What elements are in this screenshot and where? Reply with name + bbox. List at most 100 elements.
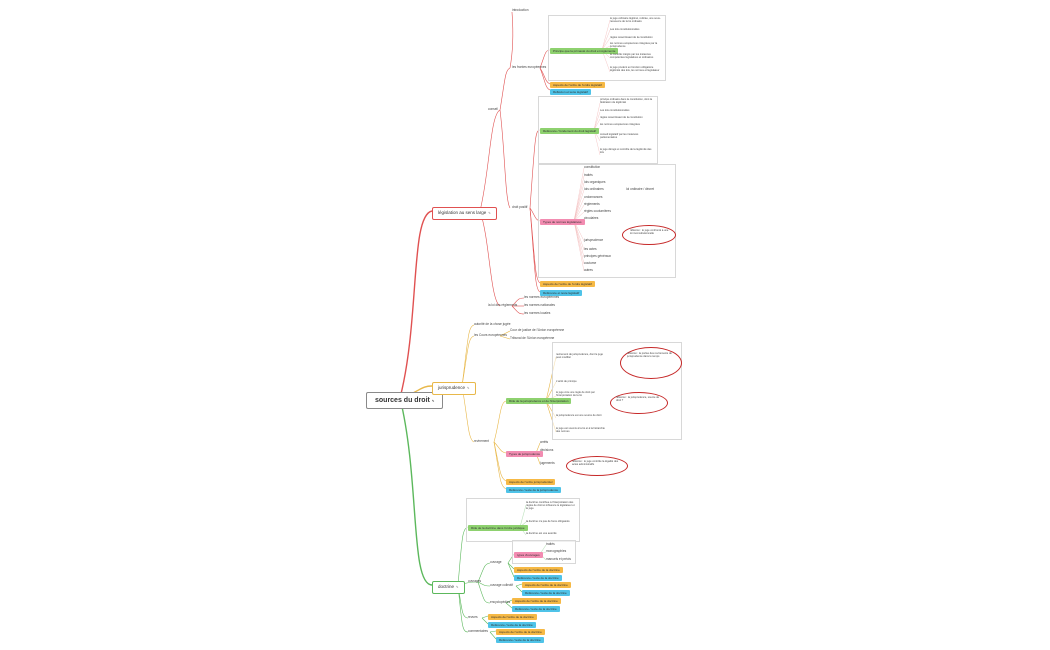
pink-item[interactable]: arrêts — [540, 440, 549, 444]
pink-item[interactable]: règlements — [584, 202, 600, 206]
text-item: la jurisprudence est une source de droit — [556, 414, 602, 417]
juris-node[interactable]: autorité de la chose jugée — [474, 322, 511, 326]
pink-item[interactable]: jurisprudence — [584, 238, 604, 242]
pink-item[interactable]: principes généraux — [584, 254, 611, 258]
pink-item[interactable]: traités — [584, 173, 593, 177]
orange-chip[interactable]: Aspects de l'ordre de la doctrine — [514, 567, 563, 573]
orange-chip[interactable]: Aspects de l'ordre de la doctrine — [496, 629, 545, 635]
annotation-text: réflexion : le juge confronté à une loi … — [630, 229, 669, 236]
node-droit-positif[interactable]: droit positif — [512, 205, 528, 209]
juris-node[interactable]: les Cours européennes — [474, 333, 507, 337]
annotation-ellipse — [566, 456, 628, 476]
branch-legislation[interactable]: législation au sens large✎ — [432, 207, 497, 220]
green-chip[interactable]: Référence / fondement du droit législati… — [540, 128, 600, 134]
orange-chip[interactable]: Aspects de l'ordre de la doctrine — [512, 598, 561, 604]
orange-chip[interactable]: Aspects de l'ordre de la doctrine — [488, 614, 537, 620]
text-item: le juge crée une règle de droit par l'in… — [556, 391, 595, 398]
lower-node[interactable]: les normes locales — [524, 311, 551, 315]
branch-label: législation au sens large — [438, 210, 487, 215]
pink-item[interactable]: monographies — [546, 549, 567, 553]
pink-chip[interactable]: types d'ouvrages — [514, 552, 543, 558]
orange-chip[interactable]: Aspects de l'ordre de l'ordre législatif — [550, 82, 605, 88]
text-item: Les lois constitutionnelles — [600, 109, 630, 112]
text-item: le juge prudent en fonction obligatoire … — [610, 66, 660, 73]
text-item: le juge est soumis à la loi et à la hiér… — [556, 427, 605, 434]
annotation-ellipse — [610, 392, 668, 414]
text-item: la doctrine n'a pas de force obligatoire — [526, 520, 570, 523]
pink-item[interactable]: lois ordinaires — [584, 187, 604, 191]
doctrine-node[interactable]: commentaires — [468, 629, 489, 633]
branch-jurisprudence[interactable]: jurisprudence✎ — [432, 382, 476, 395]
blue-chip[interactable]: Réfléxion et texte législatif — [550, 89, 591, 95]
annotation-text: réflexion : le juge contrôle la légalité… — [572, 460, 619, 467]
green-chip[interactable]: Rôle de la doctrine dans l'ordre juridiq… — [468, 525, 528, 531]
doctrine-box — [466, 498, 580, 542]
pink-item[interactable]: traités — [546, 542, 555, 546]
pink-chip[interactable]: Types de normes législatives — [540, 219, 585, 225]
sub-right-node[interactable]: loi ordinaire / décret — [626, 187, 654, 191]
green-chip[interactable]: Rôle de la jurisprudence et de l'interpr… — [506, 398, 572, 404]
text-item: revirement de jurisprudence, dont le jug… — [556, 353, 604, 360]
text-item: conseil législatif par les instances par… — [600, 133, 639, 140]
pink-item[interactable]: autres — [584, 268, 593, 272]
annotation-ellipse — [620, 347, 682, 379]
branch-doctrine[interactable]: doctrine✎ — [432, 581, 465, 594]
blue-chip[interactable]: Référence / texte de la jurisprudence — [506, 487, 562, 493]
doctrine-node[interactable]: ouvrage — [490, 560, 502, 564]
doctrine-node[interactable]: ouvrages — [468, 579, 482, 583]
doctrine-node[interactable]: ouvrage collectif — [490, 583, 514, 587]
pink-chip[interactable]: Types de jurisprudence — [506, 451, 544, 457]
blue-chip[interactable]: Référence / texte de la doctrine — [522, 590, 570, 596]
blue-chip[interactable]: Référence / texte de la doctrine — [512, 606, 560, 612]
annotation-text: réflexion : la jurisprudence, source de … — [616, 396, 660, 403]
text-item: les normes européennes intégrées — [600, 123, 640, 126]
text-item: les normes européennes intégrées par la … — [610, 42, 658, 49]
lower-node[interactable]: les normes nationales — [524, 303, 556, 307]
pink-item[interactable]: jugements — [540, 461, 555, 465]
doctrine-node[interactable]: revues — [468, 615, 478, 619]
lower-node[interactable]: les normes européennes — [524, 295, 560, 299]
blue-chip[interactable]: Référence / texte de la doctrine — [496, 637, 544, 643]
annotation-text: réflexion : la portée des revirements de… — [627, 352, 672, 359]
pink-item[interactable]: lois organiques — [584, 180, 606, 184]
pink-item[interactable]: circulaires — [584, 216, 599, 220]
annotation-ellipse — [622, 225, 676, 245]
orange-chip[interactable]: Aspects de l'ordre de la doctrine — [522, 582, 571, 588]
note-icon: ✎ — [488, 211, 491, 215]
orange-chip[interactable]: Aspects de l'ordre de l'ordre législatif — [540, 281, 595, 287]
pink-item[interactable]: coutume — [584, 261, 597, 265]
pink-item[interactable]: ordonnances — [584, 195, 603, 199]
text-item: principe ordinaire dans la constitution,… — [600, 98, 653, 105]
juris-node[interactable]: revirement — [474, 439, 490, 443]
pink-item[interactable]: constitution — [584, 165, 601, 169]
text-item: la doctrine est une autorité — [526, 532, 557, 535]
blue-chip[interactable]: Référence et texte législatif — [540, 290, 583, 296]
text-item: Les lois constitutionnelles — [610, 28, 640, 31]
pink-item[interactable]: manuels et précis — [546, 557, 571, 561]
branch-label: jurisprudence — [438, 385, 466, 390]
root-node[interactable]: sources du droit✎ — [366, 392, 444, 409]
node-loi-reglements[interactable]: la loi des réglements — [488, 303, 518, 307]
doctrine-node[interactable]: encyclopédies — [490, 600, 511, 604]
text-item: la doctrine contribue à l'interprétation… — [526, 501, 575, 511]
blue-chip[interactable]: Référence / texte de la doctrine — [514, 575, 562, 581]
juris-item[interactable]: Tribunal de l'Union européenne — [510, 336, 555, 340]
node-conseil[interactable]: conseil — [488, 107, 498, 111]
node-frontes[interactable]: les frontes européennes — [512, 65, 547, 69]
note-icon: ✎ — [431, 399, 435, 403]
juris-item[interactable]: Cour de justice de l'Union européenne — [510, 328, 565, 332]
node-introduction[interactable]: introduction — [512, 8, 529, 12]
orange-chip[interactable]: Aspects de l'ordre jurisprudentiel — [506, 479, 556, 485]
text-item: le juge ordinaire légitimé, reférée, une… — [610, 17, 661, 24]
green-chip[interactable]: Principe que la primauté du droit et rég… — [550, 48, 619, 54]
pink-item[interactable]: règles coutumières — [584, 209, 611, 213]
branch-label: doctrine — [438, 584, 455, 589]
text-item: le contrôle intégré par les instances co… — [610, 53, 654, 60]
root-label: sources du droit — [375, 397, 430, 404]
blue-chip[interactable]: Référence / texte de la doctrine — [488, 622, 536, 628]
pink-item[interactable]: décisions — [540, 448, 554, 452]
pink-item[interactable]: les actes — [584, 247, 597, 251]
text-item: règles ressortissant de la constitution — [610, 36, 653, 39]
text-item: règles ressortissant de la constitution — [600, 116, 643, 119]
note-icon: ✎ — [467, 386, 470, 390]
